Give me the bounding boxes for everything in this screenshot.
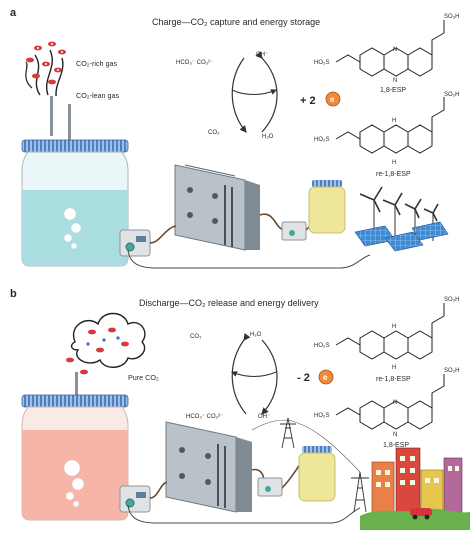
cycle-b-bottom-right: OH⁻ <box>258 414 270 420</box>
co2-rich-gas-plume <box>25 41 66 97</box>
pure-co2-label: Pure CO₂ <box>128 373 159 382</box>
cycle-a-bottom-right: H₂O <box>262 134 274 140</box>
electron-count-b: - 2 <box>297 372 310 384</box>
electron-symbol-b: e <box>323 373 328 382</box>
molecule-1-8-esp-a <box>335 20 445 77</box>
reaction-cycle-a <box>231 51 278 133</box>
n-top-a2: N <box>393 78 397 84</box>
electron-badge-b <box>318 369 334 385</box>
pipe-a-stack-to-pump <box>259 213 286 231</box>
panel-a-label: a <box>10 7 17 19</box>
so3h-top-a: SO₃H <box>444 14 459 20</box>
reaction-cycle-b <box>231 333 278 415</box>
pump-b2-dial <box>265 486 271 492</box>
flow-cell-stack-a <box>174 164 260 251</box>
molecule-re-1-8-esp-b <box>335 303 445 360</box>
co2-lean-gas-label: CO₂-lean gas <box>76 91 120 100</box>
electron-count-a: + 2 <box>300 95 316 107</box>
h-top-b: H <box>392 324 396 330</box>
wire-a <box>127 249 371 269</box>
power-line <box>251 419 361 473</box>
ho3s-top-a: HO₃S <box>314 60 329 66</box>
panel-b-label: b <box>10 288 17 300</box>
pipe-a-tank-to-stack <box>149 225 177 244</box>
release-tank <box>21 394 129 521</box>
ho3s-bottom-a: HO₃S <box>314 137 329 143</box>
pipe-b-tank-to-stack <box>149 481 168 499</box>
n-bottom-b: N <box>393 432 397 438</box>
panel-b-title: Discharge—CO₂ release and energy deliver… <box>139 298 319 308</box>
transmission-tower-1 <box>280 417 296 449</box>
solar-panels <box>354 221 449 252</box>
panel-a-title: Charge—CO₂ capture and energy storage <box>152 17 320 27</box>
cycle-b-top-left: CO₃ <box>190 334 202 340</box>
co2-rich-gas-label: CO₂-rich gas <box>76 59 118 68</box>
h-bottom-a: H <box>392 160 396 166</box>
ho3s-top-b: HO₃S <box>314 343 329 349</box>
molecule-a-top-label: 1,8-ESP <box>380 87 406 94</box>
wire-b <box>127 504 361 524</box>
molecule-b-bottom-label: 1,8-ESP <box>383 442 409 449</box>
so3h-top-b: SO₃H <box>444 297 459 303</box>
so3h-bottom-a: SO₃H <box>444 92 459 98</box>
molecule-re-1-8-esp-a <box>335 97 445 154</box>
h-bottom-b: H <box>392 365 396 371</box>
so3h-bottom-b: SO₃H <box>444 368 459 374</box>
ho3s-bottom-b: HO₃S <box>314 413 329 419</box>
pump-b <box>119 485 151 513</box>
gas-outlet-pipe <box>50 96 53 136</box>
pump-a2-dial <box>289 230 295 236</box>
cycle-a-top-right: OH⁻ <box>256 52 268 58</box>
molecule-b-top-label: re-1,8-ESP <box>376 376 411 383</box>
cycle-b-top-right: H₂O <box>250 332 262 338</box>
pump-a <box>119 229 151 257</box>
n-top-a1: N <box>393 47 397 53</box>
electrolyte-tank-b <box>298 446 336 502</box>
transmission-tower-2 <box>351 471 369 513</box>
electron-badge-a <box>325 91 341 107</box>
cycle-a-top-left: HCO₃⁻ CO₃²⁻ <box>176 60 213 66</box>
pure-co2-cloud <box>66 312 146 375</box>
capture-tank <box>21 139 129 267</box>
electron-symbol-a: e <box>330 95 335 104</box>
city-buildings <box>360 447 470 530</box>
cycle-a-bottom-left: CO₂ <box>208 130 220 136</box>
n-top-b: N <box>393 400 397 406</box>
panel-b: b Discharge—CO₂ release and energy deliv… <box>10 288 470 530</box>
electrolyte-tank-a <box>308 180 346 234</box>
cycle-b-bottom-left: HCO₃⁻ CO₃²⁻ <box>186 414 223 420</box>
flow-cell-stack-b <box>165 421 252 513</box>
panel-a: a Charge—CO₂ capture and energy storage … <box>10 7 459 269</box>
pure-co2-pipe <box>75 372 78 402</box>
molecule-1-8-esp-b <box>335 374 445 430</box>
molecule-a-bottom-label: re-1,8-ESP <box>376 171 411 178</box>
h-top-a: H <box>392 118 396 124</box>
